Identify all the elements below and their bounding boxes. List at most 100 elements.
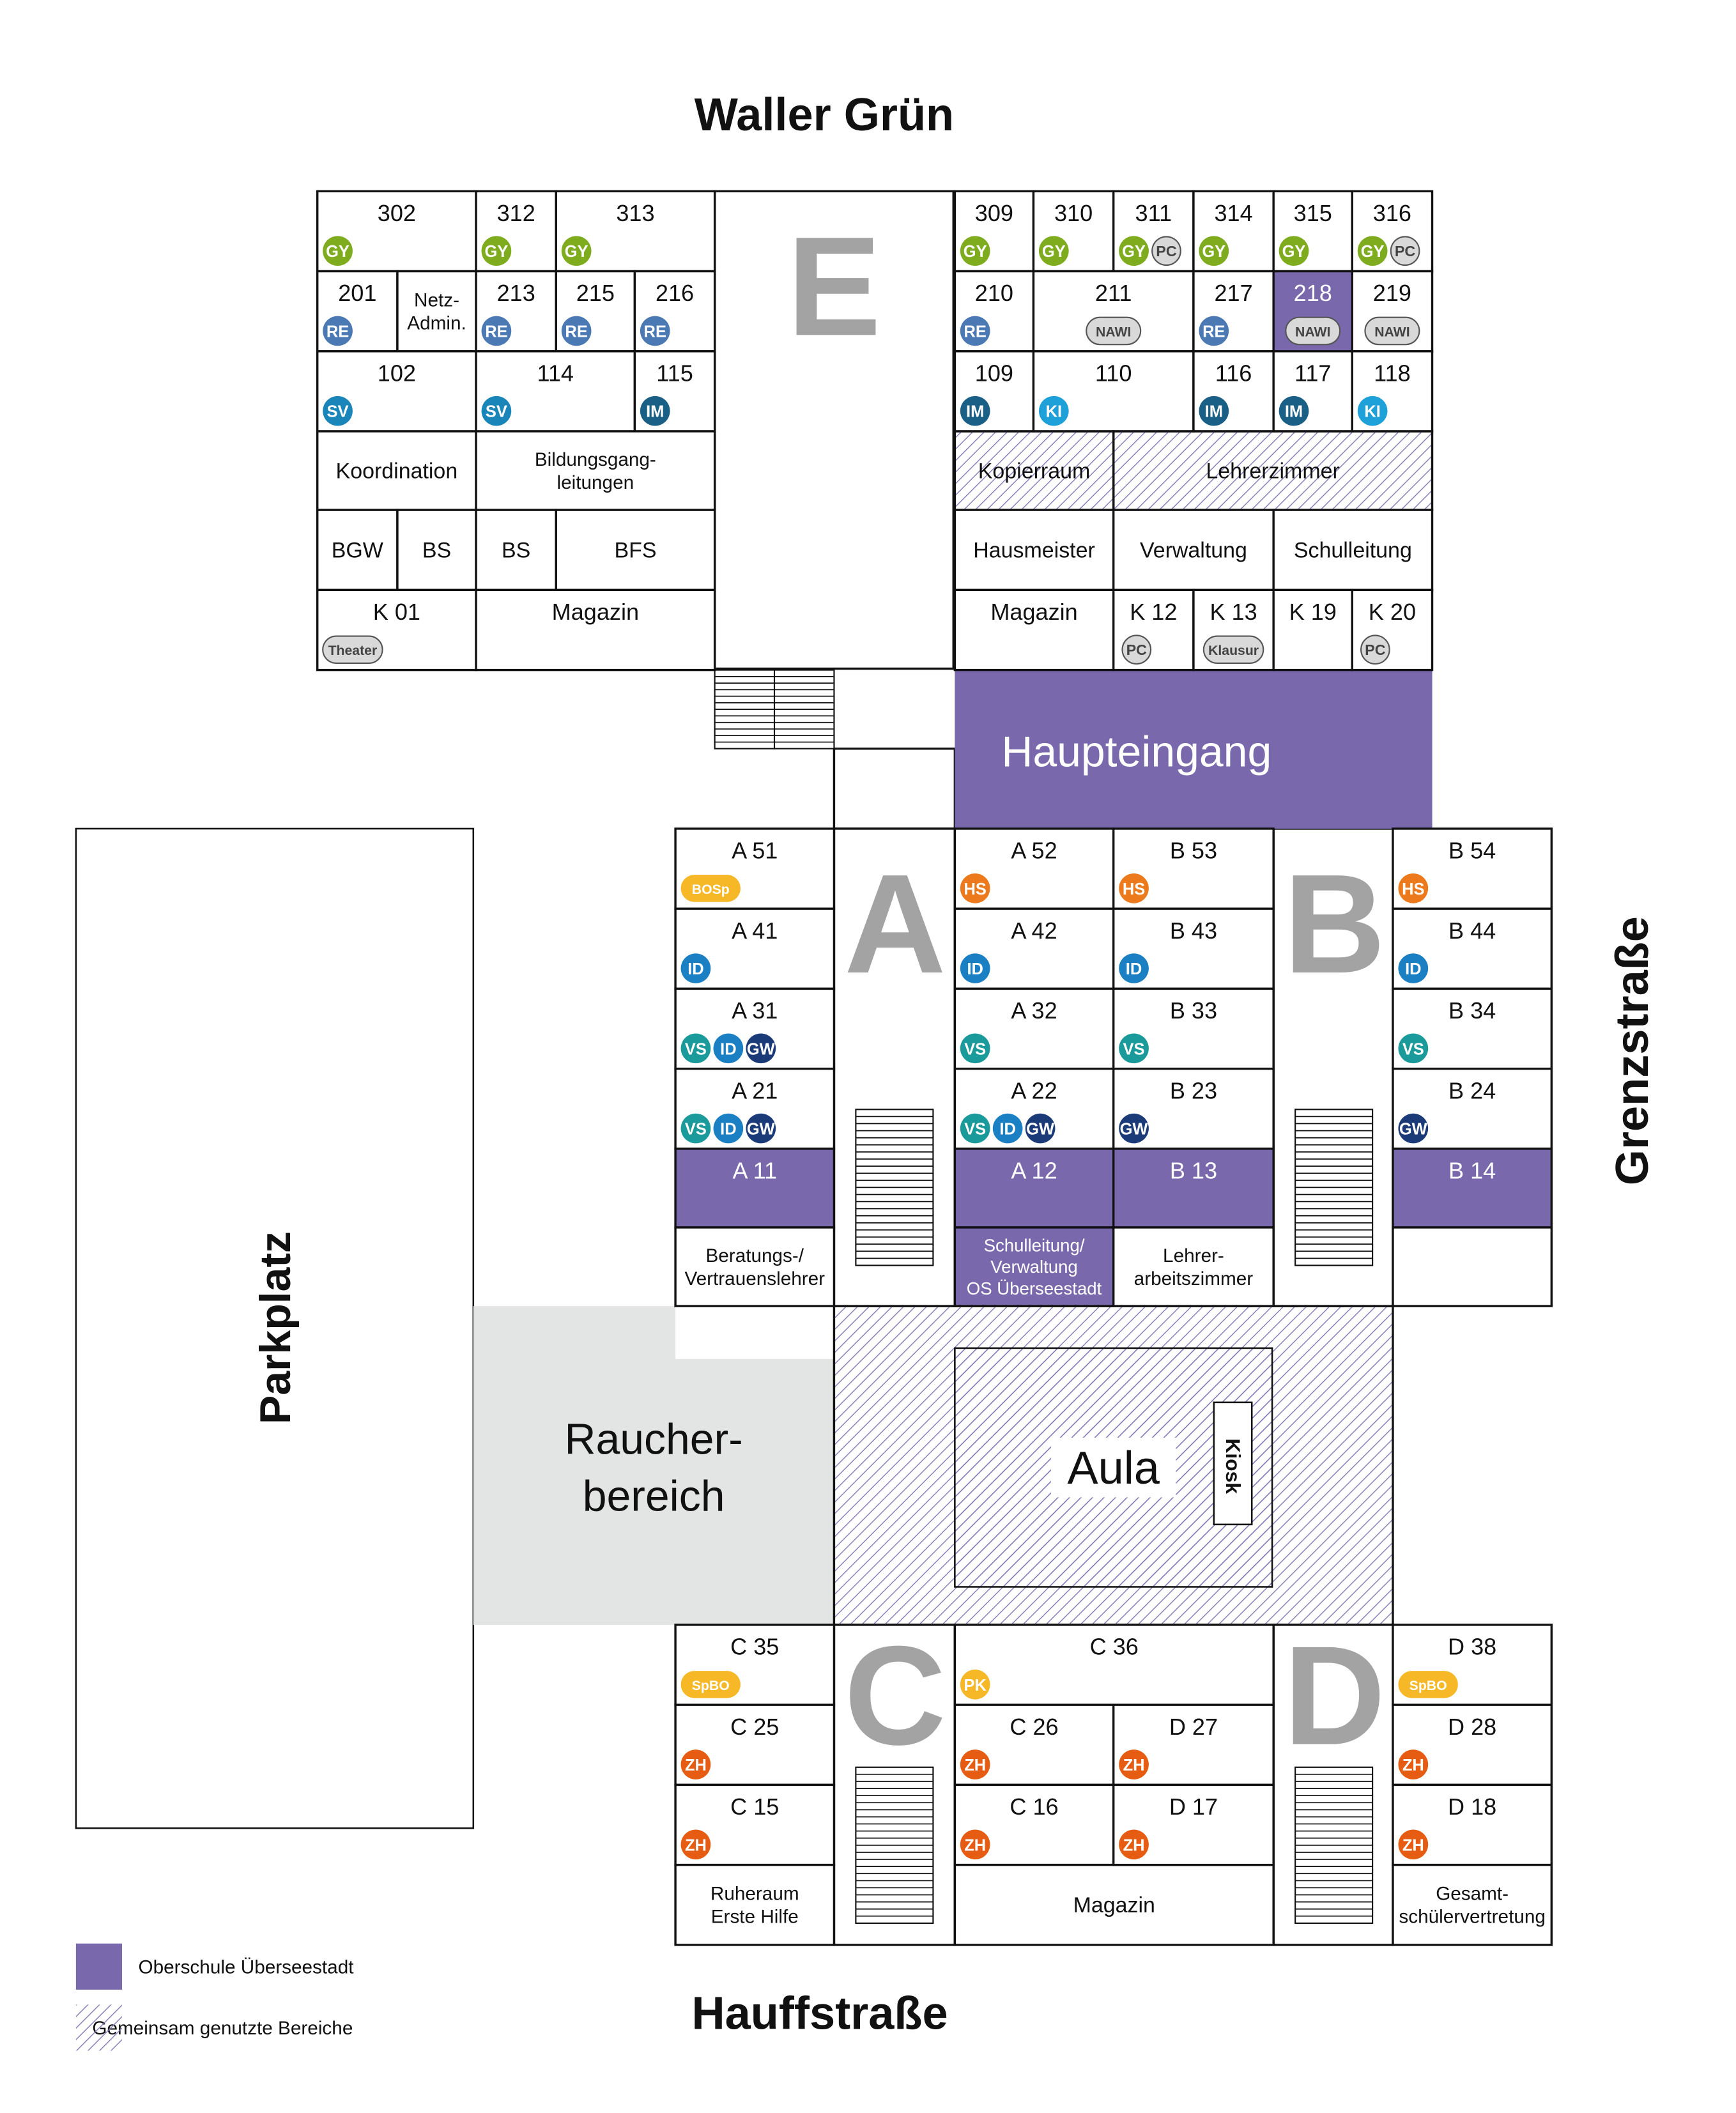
room-b-44-badge-id-label: ID: [1405, 960, 1421, 978]
room-213-badge-re: RE: [481, 316, 512, 346]
room-a-42-badge-id-circle: [960, 953, 990, 983]
room-b-24-badge-gw-label: GW: [1399, 1121, 1428, 1139]
room-b-53-label: B 53: [1170, 838, 1217, 864]
room-netz-admin-label-line: Admin.: [407, 313, 466, 334]
room-schulleitung: [1272, 509, 1434, 592]
room-215-badge-re-circle: [561, 316, 592, 346]
room-a-52-badge-hs-circle: [960, 873, 990, 903]
room-k-19: [1272, 588, 1353, 672]
room-218-badge-nawi-pill: [1285, 316, 1341, 346]
wing-letter-c: C: [844, 1617, 946, 1774]
room-d-18-badge-zh-label: ZH: [1402, 1836, 1424, 1854]
room-d-27-label: D 27: [1169, 1714, 1218, 1740]
room-a-42-badge-id-label: ID: [967, 960, 983, 978]
room-311-label: 311: [1135, 200, 1172, 226]
room-b-24-badge-gw-circle: [1398, 1113, 1429, 1144]
room-110-label: 110: [1095, 360, 1132, 386]
room-schulleitung-verwaltung-os-ueberseestadt-label-line: OS Überseestadt: [967, 1279, 1102, 1298]
room-117-badge-im: IM: [1279, 396, 1309, 426]
room-ruheraum-erste-hilfe-label-line: Ruheraum: [711, 1884, 799, 1905]
room-310-badge-gy-label: GY: [1042, 243, 1066, 261]
room-a-31-badge-id-label: ID: [720, 1040, 736, 1058]
room-lehrer-arbeitszimmer: [1112, 1226, 1275, 1307]
room-schulleitung-verwaltung-os-ueberseestadt: [953, 1226, 1115, 1307]
room-b-14-label: B 14: [1448, 1158, 1496, 1184]
room-211-label: 211: [1095, 280, 1132, 306]
room-c-36-badge-pk: PK: [960, 1669, 990, 1700]
room-118-label: 118: [1374, 360, 1411, 386]
room-d-38-badge-spbo: SpBO: [1398, 1671, 1458, 1698]
room-d-17-label: D 17: [1169, 1794, 1218, 1820]
room-schulleitung-verwaltung-os-ueberseestadt-label-line: Schulleitung/: [984, 1235, 1085, 1255]
room-d-38-badge-spbo-pill: [1398, 1671, 1458, 1698]
room-k-12-badge-pc-circle: [1121, 634, 1152, 665]
room-a-51-badge-bosp-label: BOSp: [692, 882, 730, 897]
room-213: [475, 270, 557, 353]
room-c-15-badge-zh: ZH: [680, 1829, 711, 1860]
room-c-16-badge-zh-label: ZH: [964, 1836, 986, 1854]
room-b-23-badge-gw-label: GW: [1120, 1121, 1149, 1139]
room-a-31-badge-vs: VS: [680, 1033, 711, 1064]
room-a-21-label: A 21: [732, 1077, 778, 1103]
room-a-21-badge-vs-circle: [680, 1113, 711, 1144]
wing-letter-a: A: [844, 845, 946, 1003]
room-bs-label-line: BS: [422, 539, 451, 563]
room-d-27-badge-zh: ZH: [1119, 1749, 1149, 1779]
room-302-badge-gy-circle: [323, 236, 353, 266]
room-c-15-badge-zh-label: ZH: [685, 1836, 707, 1854]
room-a-31-badge-vs-circle: [680, 1033, 711, 1064]
room-k-20-badge-pc-circle: [1360, 634, 1390, 665]
room-219-badge-nawi-label: NAWI: [1374, 325, 1410, 339]
room-310-badge-gy: GY: [1038, 236, 1069, 266]
room-115-label: 115: [656, 360, 693, 386]
room-117-badge-im-label: IM: [1285, 403, 1303, 421]
room-b-53-badge-hs-circle: [1119, 873, 1149, 903]
room-k-19-label: K 19: [1289, 599, 1337, 625]
room-219-badge-nawi-pill: [1364, 316, 1420, 346]
room-koordination-label-line: Koordination: [336, 459, 458, 483]
room-302-badge-gy-label: GY: [326, 243, 350, 261]
room-k-13-badge-klausur-pill: [1202, 635, 1264, 665]
staircase-d: [1294, 1766, 1374, 1924]
room-a-52-badge-hs: HS: [960, 873, 990, 903]
room-316-label: 316: [1373, 200, 1411, 226]
room-118: [1351, 350, 1434, 433]
room-311-badge-pc-circle: [1151, 236, 1181, 266]
room-a-31-badge-id-circle: [713, 1033, 744, 1064]
room-315-badge-gy-circle: [1279, 236, 1309, 266]
room-k-12: [1112, 588, 1195, 672]
room-d-28-badge-zh-label: ZH: [1402, 1756, 1424, 1774]
room-215-badge-re: RE: [561, 316, 592, 346]
room-c-36-badge-pk-label: PK: [964, 1677, 987, 1694]
room-116: [1192, 350, 1275, 433]
room-110-badge-ki-label: KI: [1046, 403, 1062, 421]
room-gesamt-schuelervertretung-label-line: Gesamt-: [1436, 1884, 1509, 1905]
room-b-34-badge-vs: VS: [1398, 1033, 1429, 1064]
room-schulleitung-label-line: Schulleitung: [1294, 539, 1412, 563]
room-311-badge-gy: GY: [1119, 236, 1149, 266]
room-312-badge-gy-label: GY: [484, 243, 508, 261]
room-310-label: 310: [1054, 200, 1093, 226]
room-magazin-label-line: Magazin: [1073, 1893, 1155, 1917]
room-311-badge-pc: PC: [1151, 236, 1181, 266]
legend-swatch-hatched: [75, 2004, 123, 2051]
room-b-24-badge-gw: GW: [1398, 1113, 1429, 1144]
room-118-badge-ki-label: KI: [1364, 403, 1380, 421]
room-302-badge-gy: GY: [323, 236, 353, 266]
room-a-22-badge-gw-circle: [1025, 1113, 1056, 1144]
room-bildungsgang-leitungen: [475, 430, 716, 511]
room-magazin: [953, 588, 1115, 672]
room-a-22-badge-vs: VS: [960, 1113, 990, 1144]
room-115-badge-im: IM: [640, 396, 670, 426]
room-c-36-label: C 36: [1090, 1634, 1139, 1660]
connector-corridor: [833, 748, 956, 830]
raucherbereich-label-line: bereich: [583, 1473, 725, 1521]
room-c-25-badge-zh-label: ZH: [685, 1756, 707, 1774]
room-k-13-badge-klausur-label: Klausur: [1208, 643, 1259, 658]
room-312-label: 312: [497, 200, 535, 226]
room-118-badge-ki: KI: [1357, 396, 1388, 426]
legend-item-shared: Gemeinsam genutzte Bereiche: [75, 2004, 353, 2051]
room-k-20-label: K 20: [1369, 599, 1416, 625]
room-magazin-label: Magazin: [990, 599, 1077, 625]
room-218-badge-nawi-label: NAWI: [1295, 325, 1330, 339]
